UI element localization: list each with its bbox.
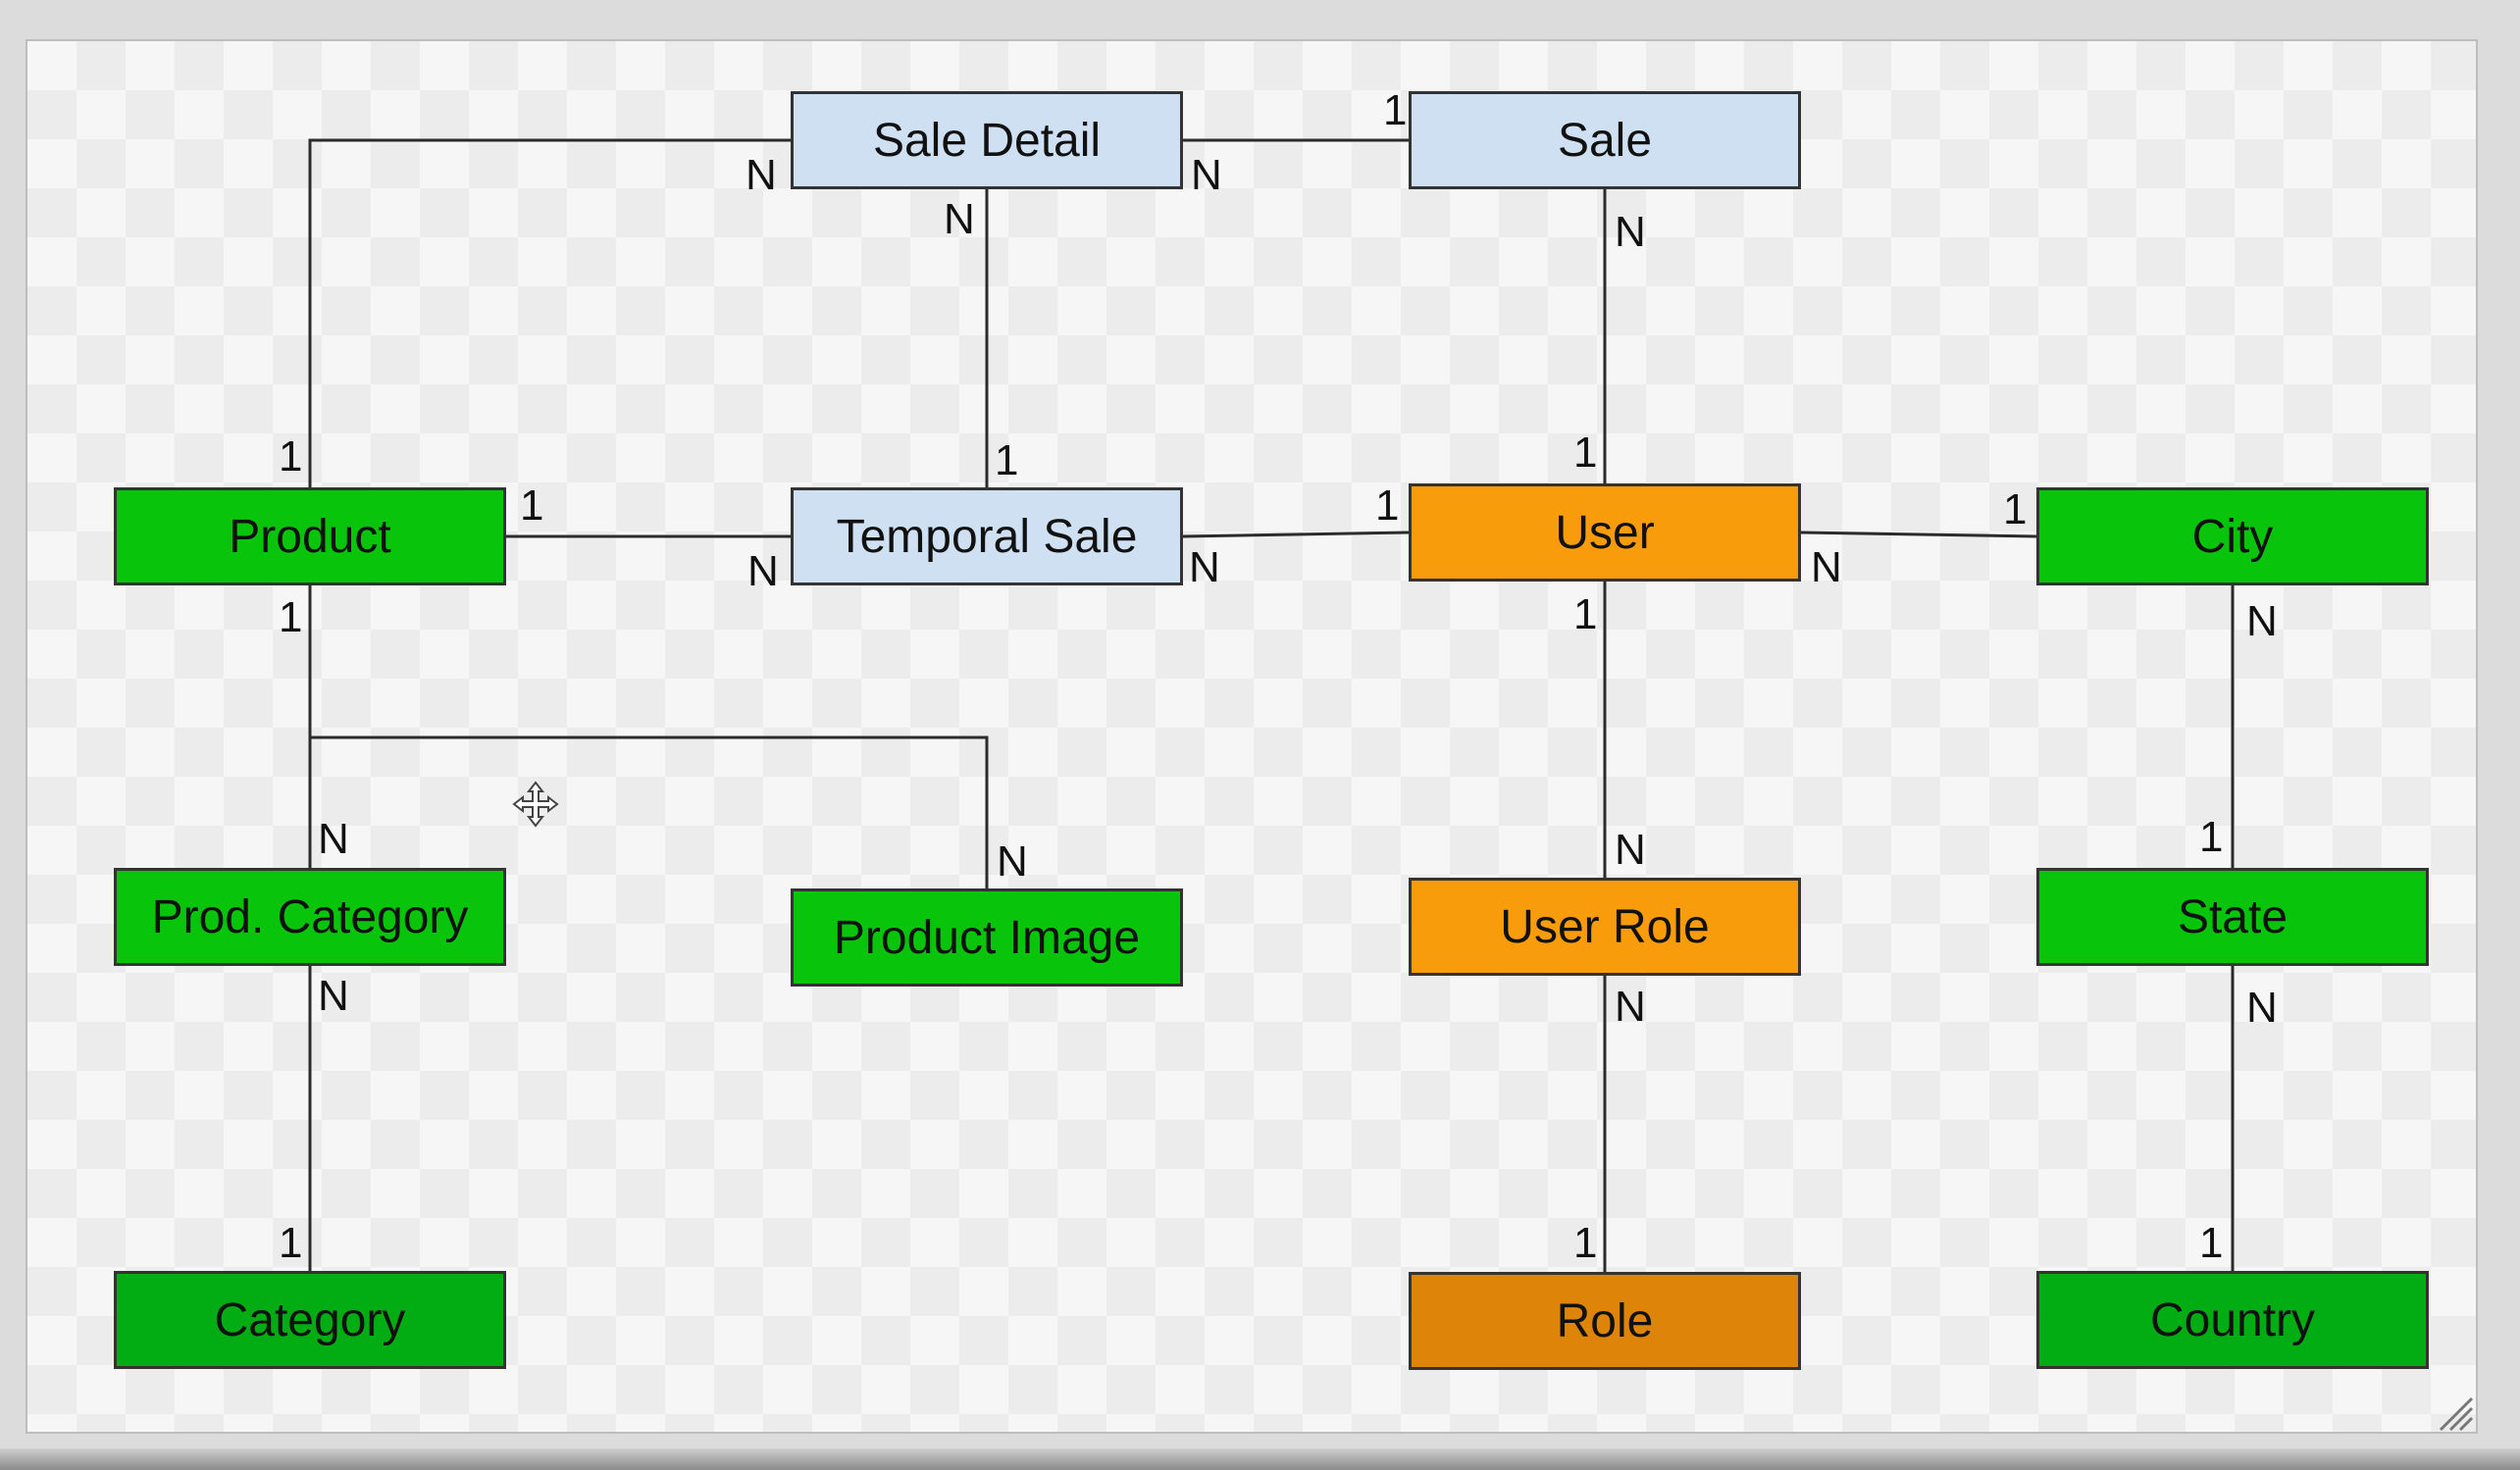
- cardinality-label: 1: [2199, 813, 2224, 861]
- line-product-saledetail: [308, 138, 791, 487]
- cardinality-label: N: [2246, 984, 2278, 1032]
- cardinality-label: N: [747, 547, 779, 595]
- entity-product-image[interactable]: Product Image: [791, 888, 1183, 987]
- cardinality-label: 1: [2003, 485, 2028, 533]
- cardinality-label: N: [997, 837, 1028, 886]
- cardinality-label: 1: [1383, 86, 1408, 134]
- entity-sale[interactable]: Sale: [1409, 91, 1801, 189]
- line-user-city: [1800, 531, 2037, 538]
- bottom-strip: [0, 1448, 2520, 1470]
- entity-temporal-sale[interactable]: Temporal Sale: [791, 487, 1183, 585]
- entity-user[interactable]: User: [1409, 483, 1801, 582]
- cardinality-label: 1: [995, 436, 1019, 484]
- entity-user-role[interactable]: User Role: [1409, 878, 1801, 976]
- cardinality-label: 1: [1375, 482, 1400, 530]
- entity-sale-detail[interactable]: Sale Detail: [791, 91, 1183, 189]
- cardinality-label: N: [1615, 983, 1646, 1031]
- entity-country[interactable]: Country: [2036, 1271, 2429, 1369]
- diagram-canvas: [26, 39, 2478, 1434]
- cardinality-label: N: [318, 972, 349, 1020]
- line-product-productimage: [310, 735, 989, 888]
- cardinality-label: N: [746, 151, 777, 199]
- entity-state[interactable]: State: [2036, 868, 2429, 966]
- cardinality-label: N: [1189, 543, 1220, 591]
- entity-prod-category[interactable]: Prod. Category: [114, 868, 506, 966]
- cardinality-label: N: [944, 195, 975, 243]
- cardinality-label: N: [1191, 151, 1222, 199]
- entity-category[interactable]: Category: [114, 1271, 506, 1369]
- entity-role[interactable]: Role: [1409, 1272, 1801, 1370]
- move-cursor-icon: [512, 781, 559, 828]
- cardinality-label: 1: [279, 1219, 303, 1267]
- line-temporal-user: [1182, 531, 1410, 538]
- cardinality-label: 1: [1573, 590, 1598, 638]
- entity-product[interactable]: Product: [114, 487, 506, 585]
- cardinality-label: 1: [1573, 1219, 1598, 1267]
- cardinality-label: N: [318, 815, 349, 863]
- cardinality-label: 1: [279, 593, 303, 641]
- cardinality-label: 1: [2199, 1219, 2224, 1267]
- resize-grip-icon[interactable]: [2435, 1393, 2474, 1432]
- cardinality-label: N: [1811, 543, 1842, 591]
- cardinality-label: N: [2246, 597, 2278, 645]
- cardinality-label: 1: [520, 482, 544, 530]
- cardinality-label: 1: [1573, 429, 1598, 477]
- entity-city[interactable]: City: [2036, 487, 2429, 585]
- cardinality-label: N: [1615, 826, 1646, 874]
- cardinality-label: N: [1615, 208, 1646, 256]
- cardinality-label: 1: [279, 432, 303, 481]
